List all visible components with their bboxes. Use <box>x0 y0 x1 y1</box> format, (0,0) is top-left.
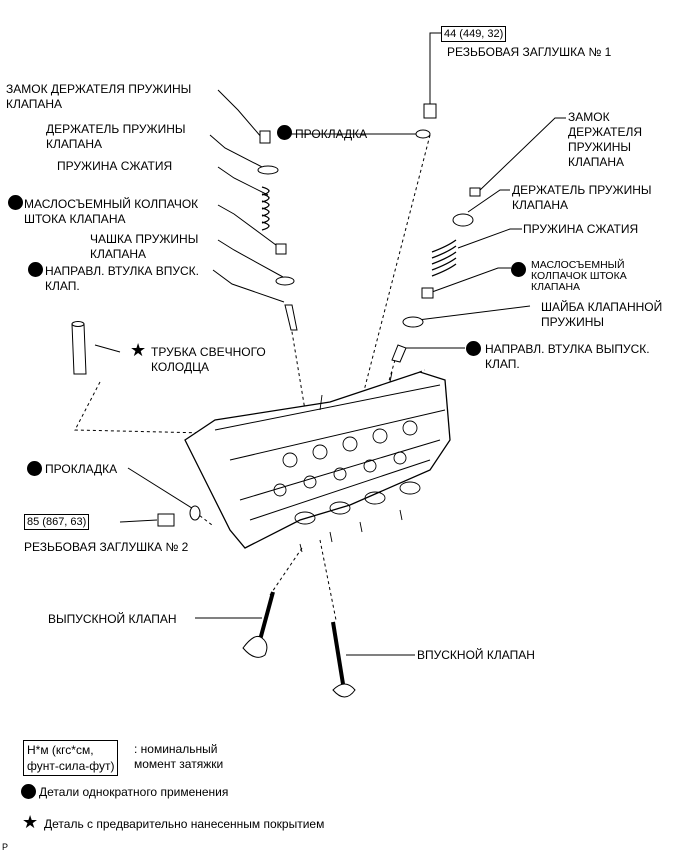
legend-precoated: Деталь с предварительно нанесенным покры… <box>44 817 325 831</box>
non-reusable-dot-icon <box>8 195 23 210</box>
label-intake-valve: ВПУСКНОЙ КЛАПАН <box>417 648 535 662</box>
label-washer-right: ШАЙБА КЛАПАННОЙ ПРУЖИНЫ <box>541 300 663 329</box>
label-retainer-right: ДЕРЖАТЕЛЬ ПРУЖИНЫ КЛАПАНА <box>512 183 652 212</box>
label-spring-left: ПРУЖИНА СЖАТИЯ <box>57 159 173 173</box>
label-guide-exhaust: НАПРАВЛ. ВТУЛКА ВЫПУСК. КЛАП. <box>485 342 650 371</box>
legend-torque-desc: : номинальный момент затяжки <box>134 742 224 771</box>
non-reusable-dot-icon <box>511 262 526 277</box>
non-reusable-dot-icon <box>27 461 42 476</box>
torque-plug-2: 85 (867, 63) <box>24 514 90 530</box>
torque-plug-1: 44 (449, 32) <box>441 26 507 42</box>
label-seal-right: МАСЛОСЪЕМНЫЙ КОЛПАЧОК ШТОКА КЛАПАНА <box>531 259 627 293</box>
leader-lock-left <box>217 89 263 139</box>
label-seal-left: МАСЛОСЪЕМНЫЙ КОЛПАЧОК ШТОКА КЛАПАНА <box>24 197 199 226</box>
label-plug-2: РЕЗЬБОВАЯ ЗАГЛУШКА № 2 <box>24 540 189 554</box>
legend-torque-unit-box: Н*м (кгс*см, фунт-сила-фут) <box>23 740 119 776</box>
precoated-star-icon: ★ <box>22 812 39 832</box>
non-reusable-dot-icon <box>277 125 292 140</box>
label-gasket-left: ПРОКЛАДКА <box>45 462 118 476</box>
non-reusable-dot-icon <box>28 262 43 277</box>
legend-non-reusable: Детали однократного применения <box>39 785 229 799</box>
label-exhaust-valve: ВЫПУСКНОЙ КЛАПАН <box>48 612 177 626</box>
label-spring-right: ПРУЖИНА СЖАТИЯ <box>523 222 639 236</box>
precoated-star-icon: ★ <box>130 340 147 360</box>
footer-mark: P <box>2 842 9 852</box>
label-seat-left: ЧАШКА ПРУЖИНЫ КЛАПАНА <box>90 232 199 261</box>
non-reusable-dot-icon <box>466 341 481 356</box>
label-lock-left: ЗАМОК ДЕРЖАТЕЛЯ ПРУЖИНЫ КЛАПАНА <box>6 82 192 111</box>
label-plug-1: РЕЗЬБОВАЯ ЗАГЛУШКА № 1 <box>447 45 612 59</box>
label-gasket-top: ПРОКЛАДКА <box>295 127 368 141</box>
label-guide-intake: НАПРАВЛ. ВТУЛКА ВПУСК. КЛАП. <box>45 264 199 293</box>
label-plug-tube: ТРУБКА СВЕЧНОГО КОЛОДЦА <box>151 345 266 374</box>
label-retainer-left: ДЕРЖАТЕЛЬ ПРУЖИНЫ КЛАПАНА <box>46 122 186 151</box>
label-lock-right: ЗАМОК ДЕРЖАТЕЛЯ ПРУЖИНЫ КЛАПАНА <box>568 110 643 169</box>
non-reusable-dot-icon <box>21 784 36 799</box>
